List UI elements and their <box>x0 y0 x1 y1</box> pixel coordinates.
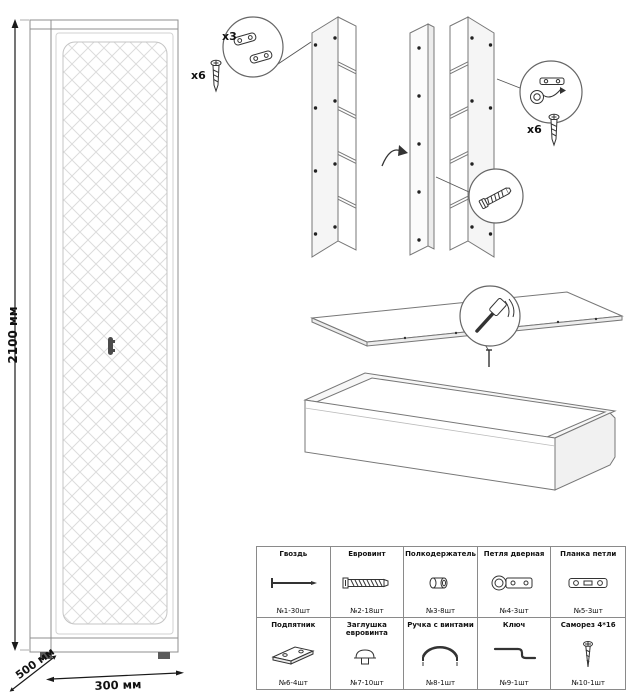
part-qty: №1-30шт <box>276 607 311 615</box>
part-name: Ключ <box>502 621 526 629</box>
hinge-plate-icon <box>249 50 273 64</box>
callout-hammer <box>459 285 521 347</box>
screws-left-count-label: x6 <box>191 69 206 82</box>
wardrobe-foot-right <box>158 652 170 659</box>
part-name: Полкодержатель <box>405 550 476 558</box>
part-qty: №3-8шт <box>425 607 456 615</box>
part-name: Евровинт <box>348 550 386 558</box>
door-hinge-detail-icon <box>530 77 566 104</box>
part-qty: №2-18шт <box>350 607 384 615</box>
hinge-plate-icon <box>560 558 616 607</box>
part-qty: №7-10шт <box>350 679 384 687</box>
part-cell-shelf-support: Полкодержатель №3-8шт <box>404 547 478 618</box>
nail-being-driven-icon <box>486 349 492 367</box>
carcass-left-unit <box>311 16 357 258</box>
carcass-box <box>303 372 617 491</box>
part-qty: №4-3шт <box>499 607 529 615</box>
part-name: Саморез 4*16 <box>560 621 616 629</box>
part-name: Планка петли <box>560 550 617 558</box>
part-qty: №8-1шт <box>425 679 456 687</box>
part-qty: №6-4шт <box>278 679 308 687</box>
part-name: Петля дверная <box>483 550 545 558</box>
part-cell-self-tapping-screw: Саморез 4*16 №10-1шт <box>551 618 625 689</box>
wardrobe-foot-left <box>40 652 52 659</box>
callout-hinge-detail <box>519 60 583 124</box>
screw-x6-right-icon <box>548 113 560 147</box>
key-icon <box>486 629 542 679</box>
euro-screw-detail-icon <box>478 187 512 210</box>
width-dimension-label: 300 мм <box>94 677 142 693</box>
part-name: Гвоздь <box>279 550 308 558</box>
depth-arrow <box>9 655 57 692</box>
hinge-screws-count-label: x6 <box>527 123 542 136</box>
part-cell-screw-cap: Заглушка евровинта №7-10шт <box>331 618 405 689</box>
callout-hinge-plates <box>222 16 284 78</box>
foot-glide-icon <box>265 629 321 679</box>
part-cell-key: Ключ №9-1шт <box>478 618 552 689</box>
part-cell-euro-screw: Евровинт №2-18шт <box>330 547 405 618</box>
part-cell-door-hinge: Петля дверная №4-3шт <box>477 547 552 618</box>
door-hinge-icon <box>486 558 542 607</box>
part-qty: №5-3шт <box>573 607 603 615</box>
hinge-plate-icon <box>233 32 257 46</box>
handle-icon <box>412 629 468 679</box>
wardrobe-front-view <box>29 19 179 659</box>
part-cell-hinge-plate: Планка петли №5-3шт <box>551 547 625 618</box>
part-cell-handle: Ручка с винтами №8-1шт <box>404 618 478 689</box>
height-arrow <box>11 19 29 651</box>
hammer-icon <box>475 298 515 333</box>
part-name: Ручка с винтами <box>407 621 474 629</box>
self-tapping-screw-icon <box>560 629 616 679</box>
part-qty: №10-1шт <box>571 679 606 687</box>
door-handle-icon <box>108 337 115 355</box>
part-qty: №9-1шт <box>499 679 529 687</box>
hinge-plates-count-label: x3 <box>222 30 237 43</box>
callout-euro-screw <box>468 168 524 224</box>
shelf-support-icon <box>412 558 468 607</box>
part-cell-foot-glide: Подпятник №6-4шт <box>257 618 331 689</box>
euro-screw-icon <box>339 558 395 607</box>
width-arrow <box>46 670 184 682</box>
part-name: Подпятник <box>271 621 316 629</box>
loose-side-panel <box>409 23 435 256</box>
nail-icon <box>265 558 321 607</box>
attach-direction-arrow <box>381 145 408 167</box>
screw-x6-left-icon <box>210 59 222 93</box>
screw-cap-icon <box>339 637 395 679</box>
part-name: Заглушка евровинта <box>345 621 388 638</box>
parts-table: Гвоздь №1-30шт Евровинт №2-18шт <box>256 546 626 690</box>
height-dimension-label: 2100 мм <box>6 306 20 364</box>
part-cell-nail: Гвоздь №1-30шт <box>257 547 331 618</box>
